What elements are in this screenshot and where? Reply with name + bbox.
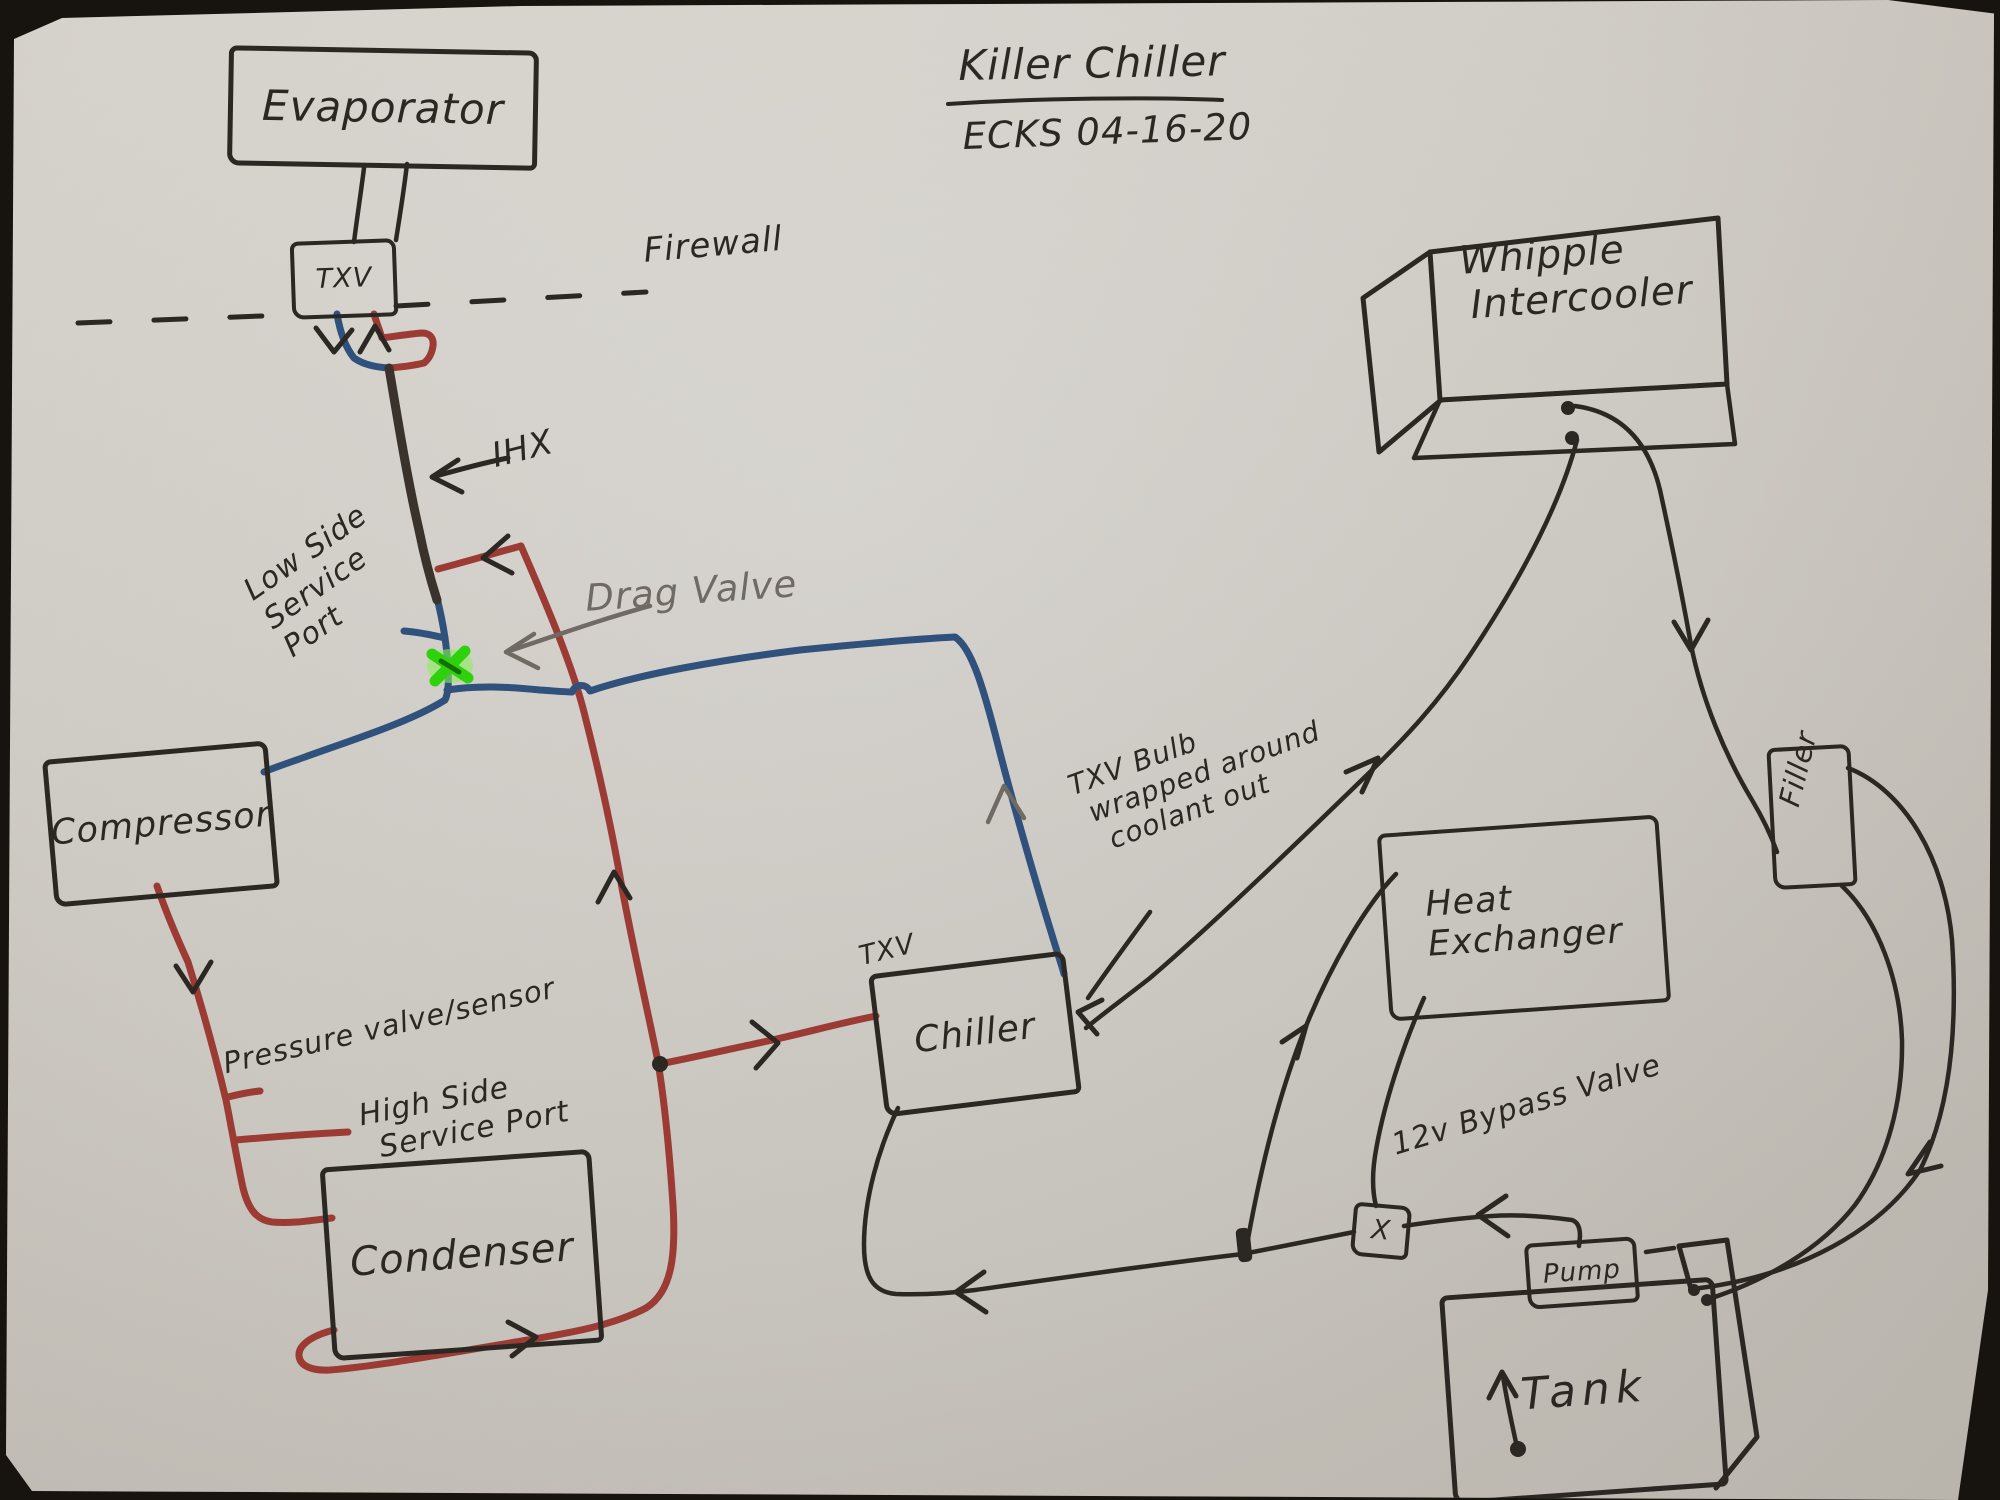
arrow-coolant-left-chiller (953, 1269, 989, 1315)
high-pressure-lines (153, 310, 880, 1374)
liquid-line-to-chiller-txv (656, 1012, 880, 1068)
txv-bulb-label-pointer (1085, 909, 1153, 1001)
ihx-line (384, 363, 442, 605)
evaporator-txv-pipe-left (351, 165, 367, 245)
arrow-coolant-up-whipple (1343, 755, 1381, 795)
liquid-line-main-vertical (295, 542, 678, 1374)
drag-valve-pointer (509, 603, 653, 653)
suction-line-txv (333, 310, 392, 372)
arrow-tank-dip-up (1486, 1369, 1519, 1401)
discharge-line-compressor-condenser (153, 882, 336, 1226)
coolant-tee-junction (1235, 1227, 1253, 1263)
filler-box: Filler (1766, 728, 1858, 891)
page-title: Killer Chiller (957, 36, 1226, 90)
txv-label: TXV (315, 262, 373, 296)
whipple-left-face (1360, 249, 1444, 455)
arrow-liquid-up-vertical (595, 869, 633, 905)
coolant-filler-to-tank-outer (1697, 765, 1957, 1291)
arrow-liquid-right-chiller (749, 1019, 781, 1071)
heat-exchanger-box: Heat Exchanger (1376, 814, 1672, 1022)
firewall-dashed-line (75, 289, 649, 326)
tank-box: Tank (1439, 1276, 1729, 1500)
junction-dots (652, 401, 1713, 1457)
arrow-liquid-left-bundle (480, 533, 515, 576)
condenser-label: Condenser (348, 1224, 576, 1286)
arrow-discharge-down (173, 959, 214, 995)
compressor-box: Compressor (41, 740, 281, 908)
tank-3d-side (1676, 1237, 1760, 1491)
liquid-line-bundle-branch (434, 542, 525, 573)
compressor-label: Compressor (49, 794, 273, 854)
condenser-box: Condenser (319, 1148, 605, 1362)
tank-dip-tube-end (1510, 1441, 1526, 1457)
coolant-chiller-return (861, 1105, 1357, 1297)
drag-valve-marker (426, 645, 474, 687)
low-pressure-lines (260, 310, 1068, 978)
liquid-line-tee-dot (652, 1056, 668, 1072)
whipple-bottom-band (1411, 381, 1738, 461)
evaporator-box: Evaporator (226, 45, 540, 171)
heat-exchanger-label: Heat Exchanger (1423, 878, 1625, 965)
arrow-liquid-up-txv (357, 323, 392, 355)
suction-line-to-chiller (443, 633, 1068, 978)
tank-label: Tank (1519, 1360, 1649, 1421)
tank-dip-tube (1500, 1373, 1520, 1450)
arrow-liquid-right-condenser (505, 1319, 539, 1359)
coolant-valve-to-pump (1401, 1213, 1583, 1249)
flow-arrows (173, 323, 1944, 1401)
chiller-label: Chiller (911, 1006, 1038, 1062)
arrow-coolant-into-tank (1905, 1139, 1944, 1177)
whipple-intercooler-label: Whipple Intercooler (1457, 227, 1695, 329)
tank-port-upper (1688, 1284, 1700, 1296)
arrow-ihx-pointer (429, 457, 465, 495)
whipple-port-lower (1565, 431, 1579, 445)
ihx-label-pointer (433, 455, 511, 479)
tank-port-lower (1701, 1294, 1713, 1306)
drag-valve-x-core (438, 658, 462, 675)
arrow-suction-down (313, 325, 355, 355)
high-side-service-port-stub (232, 1128, 352, 1144)
coolant-heat-exchanger-to-valve (1370, 995, 1427, 1209)
bypass-valve-box: X (1349, 1201, 1413, 1261)
txv-box: TXV (289, 238, 399, 320)
pump-line-dash (1643, 1245, 1677, 1255)
coolant-filler-to-tank-inner (1709, 883, 1905, 1301)
evaporator-txv-pipe-right (393, 161, 410, 243)
arrow-suction-up-chiller (985, 783, 1027, 825)
arrow-coolant-left-valve (1475, 1193, 1511, 1239)
whipple-port-upper (1561, 401, 1575, 415)
arrow-coolant-up-heat-exchanger (1279, 1023, 1309, 1061)
arrow-coolant-down-filler (1671, 617, 1711, 653)
arrow-bulb-pointer (1075, 997, 1105, 1037)
coolant-and-structure-lines (351, 96, 1957, 1491)
chiller-box: Chiller (867, 950, 1083, 1118)
bypass-valve-symbol: X (1369, 1214, 1393, 1248)
pressure-sensor-stub (224, 1087, 264, 1101)
evaporator-label: Evaporator (261, 80, 505, 134)
drag-valve-pointer-head (503, 631, 541, 671)
pencil-marks (503, 603, 1027, 825)
low-side-service-port-stub (400, 627, 449, 642)
title-underline (946, 96, 1224, 106)
